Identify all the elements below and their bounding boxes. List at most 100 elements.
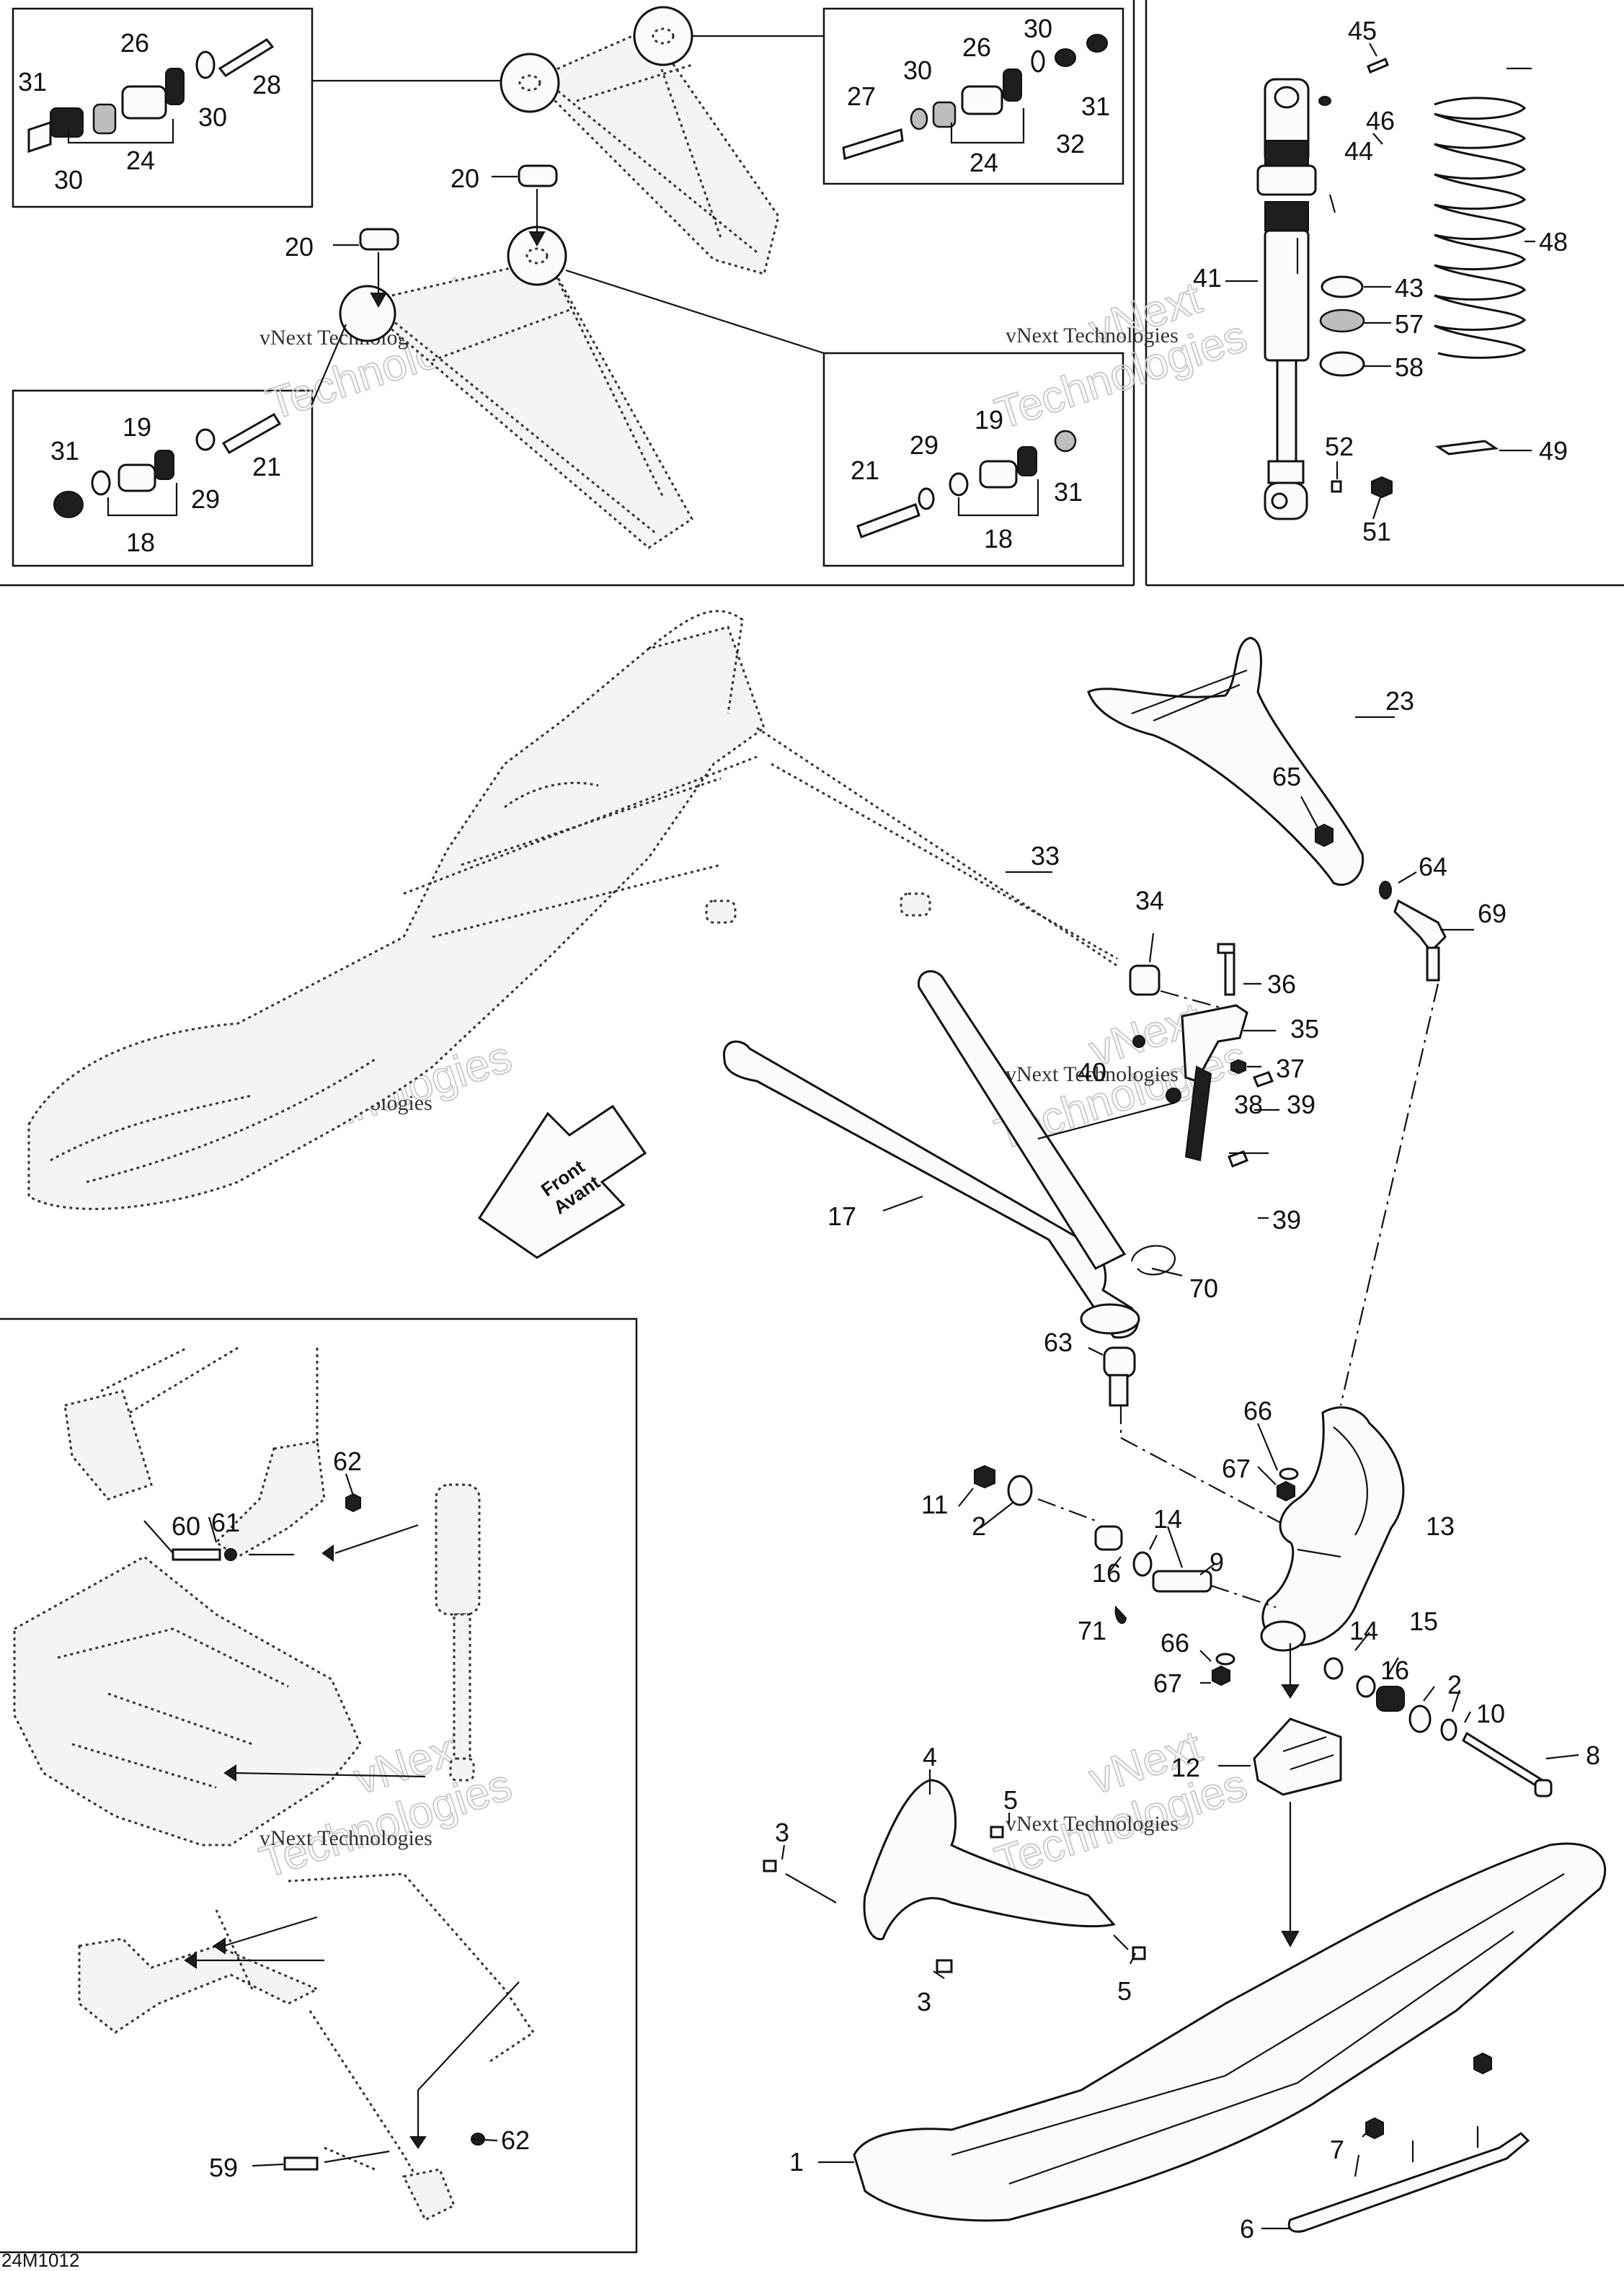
callout-35: 35 (1290, 1014, 1319, 1044)
washer-64 (1379, 881, 1392, 899)
steering-arm-38 (1132, 1035, 1274, 1168)
hardware-stack-lower-left (53, 412, 282, 518)
svg-text:vNext Technologies: vNext Technologies (1006, 1812, 1179, 1836)
callout-34: 34 (1135, 886, 1164, 915)
callout-29: 29 (191, 484, 220, 514)
bottom-left-hardware (172, 1493, 520, 2171)
callout-71: 71 (1078, 1616, 1106, 1645)
callout-31: 31 (1081, 92, 1110, 121)
callout-9: 9 (1210, 1547, 1224, 1577)
pivot-hardware-right (1281, 1643, 1553, 1797)
ski-1 (853, 1842, 1607, 2222)
washer-nut-66-67-upper (1277, 1467, 1299, 1502)
callout-14: 14 (1153, 1504, 1182, 1534)
shock-small-bottom-left (435, 1483, 481, 1782)
callout-1: 1 (789, 2147, 804, 2177)
callout-6: 6 (1240, 2214, 1254, 2244)
callout-4: 4 (923, 1742, 937, 1772)
callout-62: 62 (501, 2125, 530, 2155)
callout-67: 67 (1222, 1454, 1251, 1483)
shock-small-parts (1318, 58, 1532, 499)
hardware-stack-lower-right (856, 430, 1077, 538)
shock-absorber (1256, 78, 1317, 520)
nut-65 (1315, 823, 1334, 848)
bushing-34 (1129, 964, 1226, 1010)
callout-5: 5 (1003, 1785, 1018, 1815)
callout-2: 2 (972, 1511, 986, 1541)
front-direction-arrow: Front Avant (477, 1104, 647, 1259)
spacer-20 (333, 164, 558, 308)
callout-28: 28 (252, 70, 281, 99)
figure-code: 24M1012 (1, 2249, 79, 2271)
callout-64: 64 (1419, 852, 1447, 881)
callout-32: 32 (1056, 129, 1085, 159)
callout-20: 20 (451, 164, 479, 193)
pivot-hardware-left (974, 1465, 1277, 1625)
callout-45: 45 (1348, 16, 1377, 45)
callout-2: 2 (1447, 1670, 1462, 1699)
nuts-7 (1365, 2052, 1492, 2140)
callout-24: 24 (969, 148, 998, 177)
callout-3: 3 (917, 1987, 931, 2017)
callout-31: 31 (50, 436, 79, 466)
washer-nut-66-67-lower (1212, 1653, 1235, 1686)
callout-16: 16 (1092, 1558, 1121, 1588)
inset-lower-arm-right-hardware (822, 352, 1124, 567)
upper-arm-bushing-right-callout-ring (633, 6, 693, 66)
callout-58: 58 (1395, 352, 1424, 382)
callout-41: 41 (1193, 263, 1222, 293)
callout-10: 10 (1476, 1699, 1505, 1728)
callout-3: 3 (775, 1818, 789, 1847)
hardware-stack-upper-left (27, 38, 275, 154)
callout-12: 12 (1171, 1753, 1200, 1782)
bolts-3-5 (763, 1826, 1146, 1973)
callout-31: 31 (1054, 477, 1083, 507)
callout-19: 19 (975, 405, 1003, 435)
callout-18: 18 (126, 528, 155, 557)
callout-66: 66 (1243, 1396, 1272, 1426)
callout-59: 59 (209, 2153, 238, 2182)
callout-66: 66 (1161, 1628, 1189, 1658)
callout-30: 30 (903, 55, 932, 85)
spindle-13 (1260, 1406, 1405, 1652)
inset-connector-lines (311, 35, 825, 404)
callout-26: 26 (120, 28, 149, 58)
callout-27: 27 (847, 81, 876, 111)
lower-a-arm-17 (723, 970, 1176, 1339)
callout-14: 14 (1349, 1616, 1378, 1645)
callout-63: 63 (1044, 1328, 1073, 1357)
bracket-35 (1181, 943, 1248, 1083)
inset-upper-arm-left-hardware (12, 7, 314, 208)
ball-joint-69 (1393, 899, 1447, 982)
callout-36: 36 (1267, 969, 1296, 999)
callout-33: 33 (1031, 841, 1060, 871)
callout-29: 29 (910, 430, 939, 460)
callout-46: 46 (1366, 106, 1395, 135)
callout-48: 48 (1539, 227, 1568, 257)
callout-57: 57 (1395, 309, 1424, 339)
ski-runner-6 (1287, 2126, 1530, 2233)
svg-text:vNext Technologies: vNext Technologies (1006, 324, 1179, 347)
ball-joint-alignment-line (1339, 983, 1439, 1406)
tie-rod-33 (771, 763, 1118, 960)
coil-spring-48 (1434, 97, 1527, 359)
ski-arrow-head (1281, 1931, 1300, 1948)
callout-26: 26 (962, 32, 991, 62)
callout-30: 30 (198, 102, 227, 132)
callout-31: 31 (18, 67, 47, 97)
wear-block-12 (1253, 1717, 1342, 1796)
upper-arm-bushing-left-callout-ring (500, 53, 560, 113)
ball-joint-63 (1103, 1346, 1291, 1529)
callout-60: 60 (172, 1511, 200, 1541)
callout-43: 43 (1395, 273, 1424, 303)
bottom-left-arrows (184, 1764, 426, 1969)
callout-49: 49 (1539, 436, 1568, 466)
callout-30: 30 (54, 165, 83, 195)
callout-20: 20 (285, 232, 314, 262)
callout-67: 67 (1153, 1668, 1182, 1698)
upper-a-arm-23 (1087, 636, 1365, 886)
lower-arm-bushing-left-callout-ring (339, 285, 396, 342)
callout-21: 21 (851, 455, 879, 485)
